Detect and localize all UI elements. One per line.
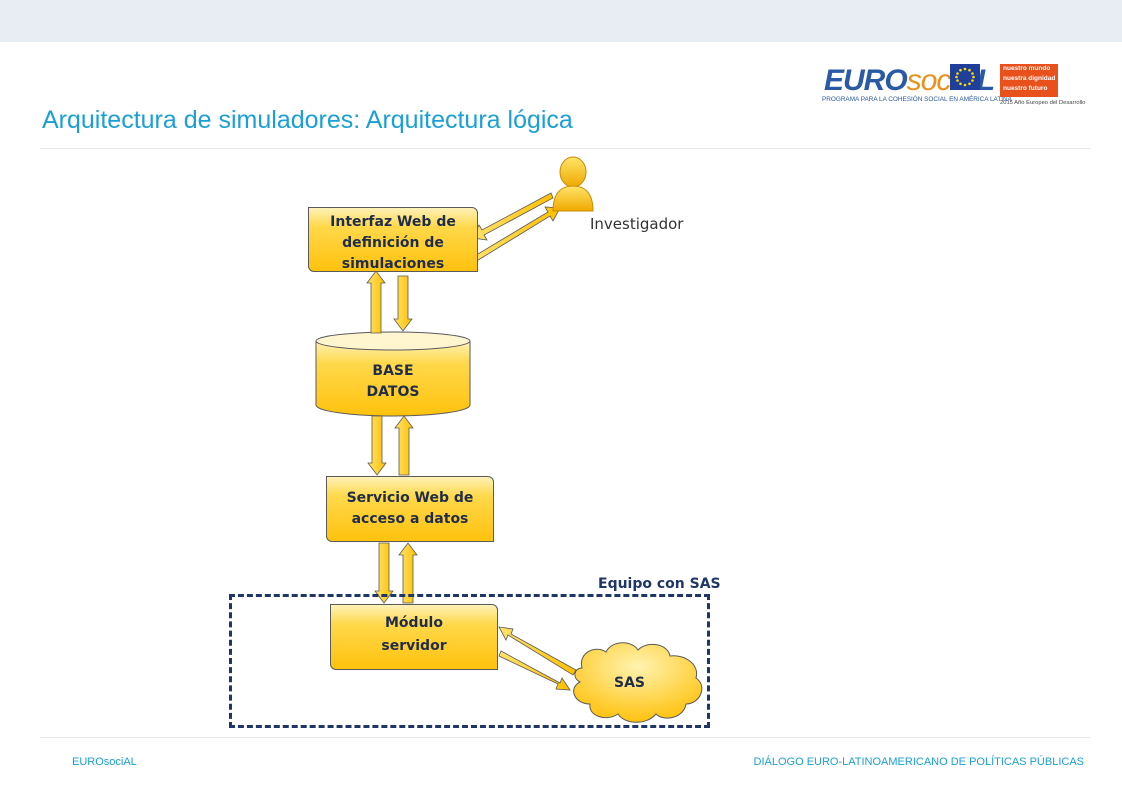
- footer-right: DIÁLOGO EURO-LATINOAMERICANO DE POLÍTICA…: [753, 756, 1084, 768]
- footer-divider: [40, 737, 1090, 738]
- sas-label: SAS: [614, 675, 646, 691]
- arrow-interface-to-db: [393, 275, 413, 332]
- arrow-interface-to-researcher: [472, 206, 561, 263]
- web-interface-box: Interfaz Web de definición de simulacion…: [308, 207, 478, 272]
- sas-equipment-group: [229, 594, 710, 728]
- sas-group-label: Equipo con SAS: [598, 576, 721, 592]
- arrow-db-to-service: [367, 415, 387, 476]
- campaign-badge: nuestro mundo nuestra dignidad nuestro f…: [1000, 64, 1058, 97]
- logo-subtitle: PROGRAMA PARA LA COHESIÓN SOCIAL EN AMÉR…: [822, 96, 1012, 103]
- arrow-researcher-to-interface: [472, 192, 554, 241]
- arrow-service-to-module: [374, 542, 394, 604]
- campaign-subtitle: 2015 Año Europeo del Desarrollo: [1000, 100, 1086, 106]
- title-divider: [40, 148, 1090, 149]
- slide-title: Arquitectura de simuladores: Arquitectur…: [42, 106, 573, 134]
- web-service-box: Servicio Web de acceso a datos: [326, 476, 494, 542]
- sas-cloud: [573, 642, 703, 723]
- arrow-module-to-sas: [498, 650, 571, 691]
- top-bar: [0, 0, 1122, 42]
- server-module-box: Módulo servidor: [330, 604, 498, 670]
- footer-left: EUROsociAL: [72, 756, 137, 768]
- researcher-label: Investigador: [590, 215, 684, 233]
- arrow-sas-to-module: [498, 626, 577, 676]
- researcher-user-icon: [552, 156, 594, 212]
- eu-flag-icon: [950, 64, 980, 90]
- arrow-service-to-db: [394, 415, 414, 476]
- database-label: BASE DATOS: [366, 363, 420, 400]
- eurosocial-logo: EUROsociAL PROGRAMA PARA LA COHESIÓN SOC…: [818, 52, 1108, 120]
- arrow-db-to-interface: [366, 270, 386, 334]
- database-cylinder: [315, 331, 471, 417]
